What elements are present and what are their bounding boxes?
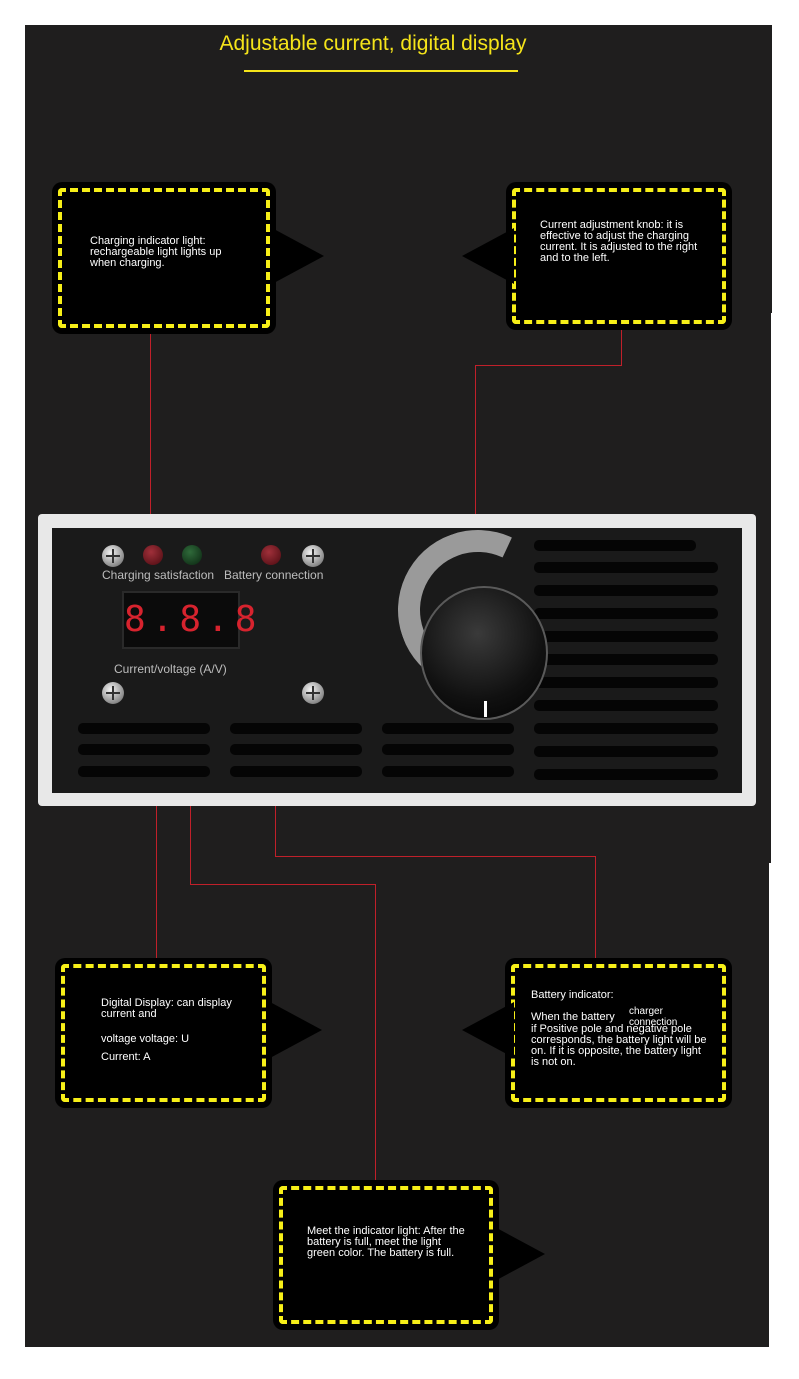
label-battery-connection: Battery connection bbox=[224, 568, 324, 582]
callout-digital-display: Digital Display: can display current and… bbox=[55, 958, 272, 1108]
vent-slot bbox=[230, 723, 362, 734]
callout-battery-indicator: Battery indicator: When the battery char… bbox=[505, 958, 732, 1108]
leader-knob-v2 bbox=[475, 365, 476, 515]
vent-slot bbox=[78, 744, 210, 755]
knob-indicator-mark bbox=[484, 701, 487, 717]
screw-icon bbox=[302, 682, 324, 704]
callout-display-pointer bbox=[270, 1002, 322, 1058]
vent-slot bbox=[78, 723, 210, 734]
callout-charging-pointer bbox=[272, 228, 324, 284]
vent-slot bbox=[534, 654, 718, 665]
callout-battery-line2a: When the battery bbox=[531, 1011, 615, 1023]
callout-battery-line3: if Positive pole and negative pole corre… bbox=[531, 1023, 707, 1068]
vent-slot bbox=[534, 631, 718, 642]
led-full-green bbox=[182, 545, 202, 565]
callout-display-line1: Digital Display: can display current and bbox=[101, 997, 232, 1020]
dashed-frame bbox=[61, 964, 266, 1102]
vent-slot bbox=[534, 585, 718, 596]
vent-slot bbox=[78, 766, 210, 777]
callout-charging-text: Charging indicator light: rechargeable l… bbox=[90, 235, 222, 269]
callout-knob-pointer bbox=[462, 228, 514, 284]
vent-slot bbox=[534, 540, 696, 551]
vent-slot bbox=[534, 700, 718, 711]
page-title: Adjustable current, digital display bbox=[219, 32, 527, 55]
vent-slot bbox=[534, 562, 718, 573]
leader-charging bbox=[150, 333, 151, 533]
vent-slot bbox=[534, 769, 718, 780]
vent-slot bbox=[534, 608, 718, 619]
dashed-frame bbox=[58, 188, 270, 328]
leader-battery-v2 bbox=[595, 856, 596, 966]
leader-meet-v2 bbox=[375, 884, 376, 1184]
callout-display-line3: Current: A bbox=[101, 1051, 151, 1063]
dashed-frame bbox=[279, 1186, 493, 1324]
callout-battery-line1: Battery indicator: bbox=[531, 989, 614, 1001]
current-adjust-knob bbox=[420, 586, 548, 720]
screw-icon bbox=[102, 682, 124, 704]
vent-slot bbox=[382, 744, 514, 755]
callout-knob: Current adjustment knob: it is effective… bbox=[506, 182, 732, 330]
title-underline bbox=[244, 70, 518, 72]
vent-slot bbox=[534, 723, 718, 734]
vent-slot bbox=[534, 746, 718, 757]
digital-display: 8.8.8 bbox=[122, 591, 256, 649]
callout-meet-indicator: Meet the indicator light: After the batt… bbox=[273, 1180, 499, 1330]
vent-slot bbox=[230, 766, 362, 777]
vent-slot bbox=[382, 723, 514, 734]
callout-knob-text: Current adjustment knob: it is effective… bbox=[540, 219, 698, 264]
screw-icon bbox=[302, 545, 324, 567]
callout-charging-indicator: Charging indicator light: rechargeable l… bbox=[52, 182, 276, 334]
label-current-voltage: Current/voltage (A/V) bbox=[114, 662, 227, 676]
callout-meet-pointer bbox=[493, 1226, 545, 1282]
screw-icon bbox=[102, 545, 124, 567]
callout-battery-line2b: charger connection bbox=[629, 1006, 678, 1028]
vent-slot bbox=[230, 744, 362, 755]
leader-display bbox=[156, 660, 157, 960]
callout-meet-text: Meet the indicator light: After the batt… bbox=[307, 1225, 465, 1259]
label-charging-satisfaction: Charging satisfaction bbox=[102, 568, 215, 582]
callout-display-line2: voltage voltage: U bbox=[101, 1033, 190, 1045]
leader-battery-h bbox=[275, 856, 596, 857]
vent-slot bbox=[382, 766, 514, 777]
leader-knob-v1 bbox=[621, 328, 622, 366]
led-battery-red bbox=[261, 545, 281, 565]
callout-battery-pointer bbox=[462, 1002, 514, 1058]
leader-knob-h bbox=[475, 365, 622, 366]
leader-meet-h bbox=[190, 884, 375, 885]
charger-panel bbox=[52, 528, 742, 793]
dashed-frame bbox=[512, 188, 726, 324]
vent-slot bbox=[534, 677, 718, 688]
led-charging-red bbox=[143, 545, 163, 565]
